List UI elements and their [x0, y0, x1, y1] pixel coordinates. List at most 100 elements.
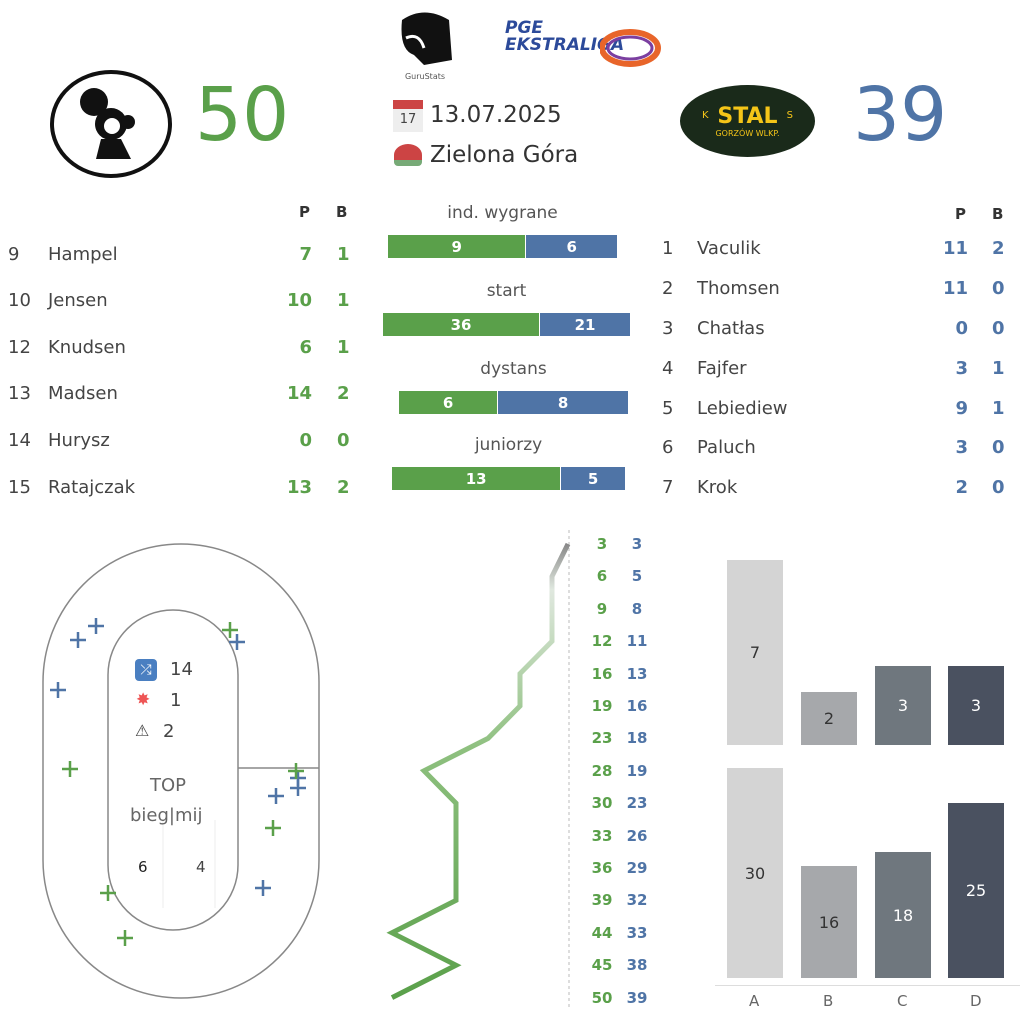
away-segment: 21 [539, 313, 630, 336]
home-marker-icon [100, 885, 116, 901]
running-away-score: 5 [631, 567, 643, 586]
track-map [42, 543, 320, 999]
rider-points: 7 [299, 244, 312, 265]
running-away-score: 18 [626, 729, 648, 748]
stadium-icon [394, 144, 422, 166]
rider-points: 11 [942, 238, 968, 259]
rider-number: 15 [8, 477, 31, 498]
bar-b: 2 [801, 692, 857, 745]
top-sublabel: bieg|mij [130, 805, 203, 826]
logo-subtext: GORZÓW WLKP. [715, 129, 780, 138]
home-marker-icon [222, 622, 238, 638]
home-marker-icon [62, 761, 78, 777]
warning-count: 2 [163, 721, 175, 742]
comparison-title: dystans [480, 359, 547, 379]
top-home-value: 6 [138, 858, 148, 876]
running-home-score: 16 [591, 664, 613, 683]
top-label: TOP [150, 775, 187, 796]
running-home-score: 39 [591, 891, 613, 910]
bar-a: 30 [727, 768, 783, 978]
away-marker-icon [268, 788, 284, 804]
rider-name[interactable]: Krok [697, 477, 738, 498]
logo-text: STAL [717, 104, 778, 129]
rider-name[interactable]: Ratajczak [48, 477, 136, 498]
rider-bonus: 1 [337, 290, 350, 311]
running-away-score: 38 [626, 956, 648, 975]
rider-number: 14 [8, 430, 31, 451]
away-marker-icon [50, 682, 66, 698]
running-away-score: 16 [626, 697, 648, 715]
rider-name[interactable]: Fajfer [697, 358, 747, 379]
rider-name[interactable]: Chatłas [697, 318, 765, 339]
running-away-score: 8 [631, 599, 643, 618]
x-tick-label: A [749, 992, 760, 1010]
rider-name[interactable]: Lebiediew [697, 398, 788, 419]
rider-points: 2 [955, 477, 968, 498]
rider-number: 4 [662, 358, 674, 379]
brand-name: GuruStats [404, 72, 446, 81]
gurustats-logo: GuruStats [390, 10, 460, 81]
running-home-score: 9 [596, 599, 608, 618]
running-away-score: 26 [626, 826, 648, 845]
running-home-score: 3 [596, 535, 608, 553]
rider-name[interactable]: Thomsen [697, 278, 780, 299]
home-marker-icon [265, 820, 281, 836]
away-score: 39 [853, 72, 948, 158]
away-segment: 6 [525, 235, 617, 258]
rider-name[interactable]: Jensen [48, 290, 108, 311]
bar-c: 3 [875, 665, 931, 745]
rider-bonus: 1 [337, 244, 350, 265]
rider-bonus: 1 [992, 398, 1005, 419]
rider-bonus: 0 [992, 318, 1005, 339]
running-home-score: 12 [591, 632, 613, 651]
rider-points: 13 [286, 477, 312, 498]
rider-points: 3 [955, 358, 968, 379]
rider-bonus: 0 [337, 430, 350, 451]
league-name: PGE EKSTRALIGA [505, 18, 625, 55]
away-marker-icon [70, 632, 86, 648]
away-points-header: P [955, 205, 966, 223]
running-home-score: 30 [591, 794, 613, 813]
rider-name[interactable]: Madsen [48, 383, 118, 404]
running-away-score: 39 [626, 988, 648, 1007]
comparison-title: ind. wygrane [447, 203, 558, 223]
running-away-score: 32 [626, 891, 648, 910]
x-tick-label: B [823, 992, 834, 1010]
home-score: 50 [195, 72, 290, 158]
rider-points: 0 [955, 318, 968, 339]
running-home-score: 44 [591, 923, 613, 942]
bar-d: 3 [948, 665, 1004, 745]
rider-bonus: 2 [992, 238, 1005, 259]
bar-axis-line [715, 985, 1020, 986]
away-marker-icon [88, 618, 104, 634]
running-home-score: 50 [591, 988, 613, 1007]
warning-icon: ⚠ [135, 721, 150, 740]
comparison-title: start [486, 281, 527, 301]
rider-number: 6 [662, 437, 674, 458]
bar-d: 25 [948, 803, 1004, 978]
rider-number: 5 [662, 398, 674, 419]
running-away-score: 33 [626, 923, 648, 942]
rider-bonus: 2 [337, 383, 350, 404]
running-home-score: 28 [591, 761, 613, 780]
home-segment: 13 [392, 467, 561, 490]
home-segment: 6 [399, 391, 498, 414]
running-home-score: 36 [591, 859, 613, 877]
rider-name[interactable]: Knudsen [48, 337, 126, 358]
rider-name[interactable]: Vaculik [697, 238, 761, 259]
rider-number: 13 [8, 383, 31, 404]
x-tick-label: D [970, 992, 982, 1010]
rider-name[interactable]: Hurysz [48, 430, 110, 451]
rider-name[interactable]: Paluch [697, 437, 756, 458]
running-away-score: 3 [631, 535, 643, 553]
rider-points: 11 [942, 278, 968, 299]
rider-bonus: 2 [337, 477, 350, 498]
home-segment: 36 [383, 313, 539, 336]
top-away-value: 4 [196, 858, 206, 876]
crash-icon: ✸ [136, 690, 151, 710]
away-segment: 5 [560, 467, 625, 490]
rider-name[interactable]: Hampel [48, 244, 118, 265]
